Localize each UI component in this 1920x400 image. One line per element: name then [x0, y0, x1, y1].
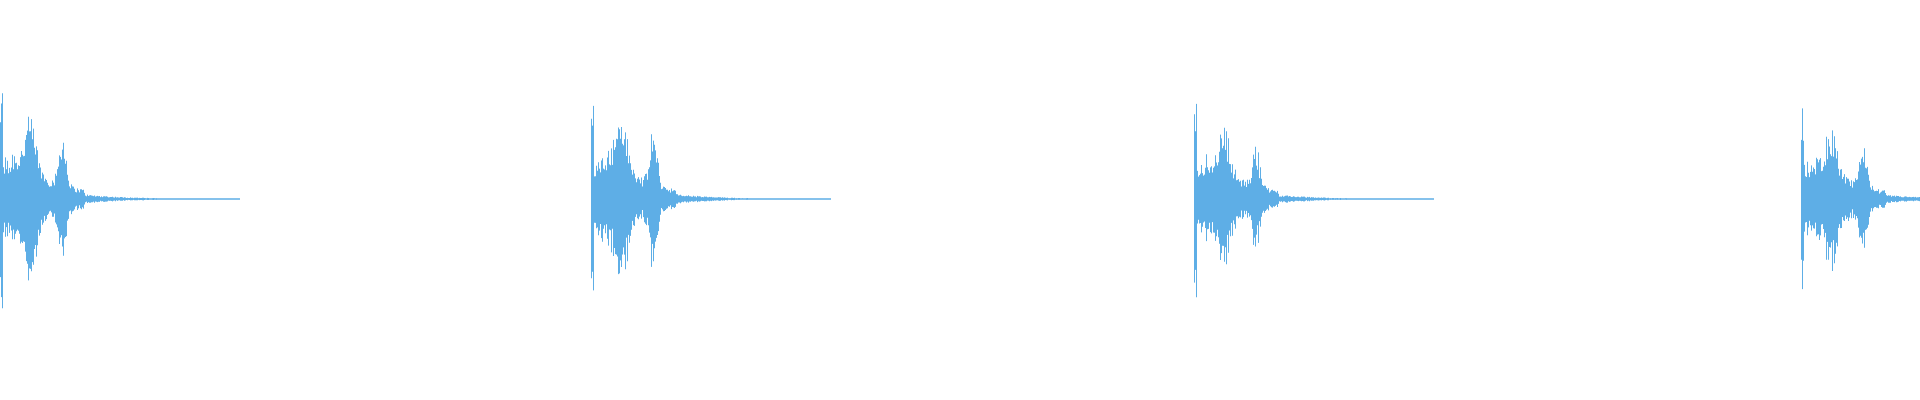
waveform-bars [0, 93, 1920, 309]
waveform-hit-4 [1801, 108, 1920, 290]
waveform-hit-1 [0, 93, 240, 309]
waveform-hit-2 [591, 105, 831, 291]
waveform-hit-3 [1194, 103, 1434, 298]
